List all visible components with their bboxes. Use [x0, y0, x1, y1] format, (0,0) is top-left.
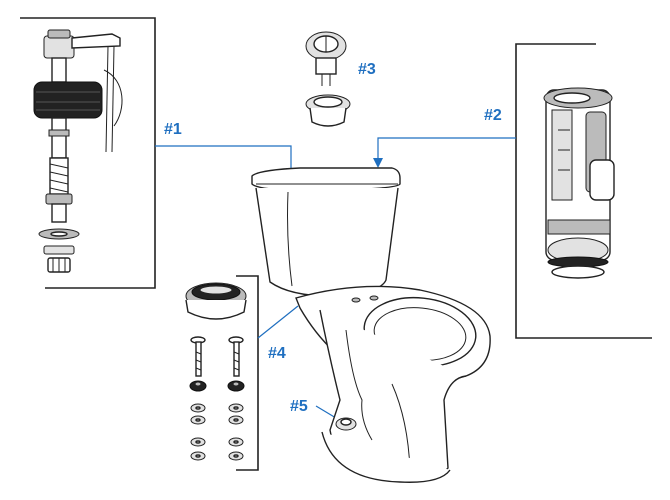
rubber-washers	[189, 380, 245, 392]
callout-part2: #2	[484, 107, 502, 124]
callout-part1: #1	[164, 121, 182, 138]
bolt-right	[228, 336, 244, 377]
part4-leader	[257, 305, 299, 339]
callout-part5: #5	[290, 398, 308, 415]
part4-bracket	[236, 275, 259, 471]
tank-gasket	[185, 282, 247, 320]
toilet-bowl	[295, 285, 491, 483]
button-bezel	[305, 94, 351, 127]
hex-nuts	[190, 437, 244, 461]
part5-leader	[315, 405, 337, 419]
callout-part4: #4	[268, 345, 286, 362]
callout-part3: #3	[358, 61, 376, 78]
push-button	[305, 31, 347, 86]
part2-bracket	[515, 43, 652, 339]
part1-bracket	[20, 17, 156, 289]
toilet-tank	[251, 167, 401, 297]
flush-valve	[543, 87, 615, 279]
bolt-left	[190, 336, 206, 377]
fill-valve	[33, 29, 123, 273]
metal-washers	[190, 403, 244, 425]
part2-leader	[373, 137, 516, 168]
